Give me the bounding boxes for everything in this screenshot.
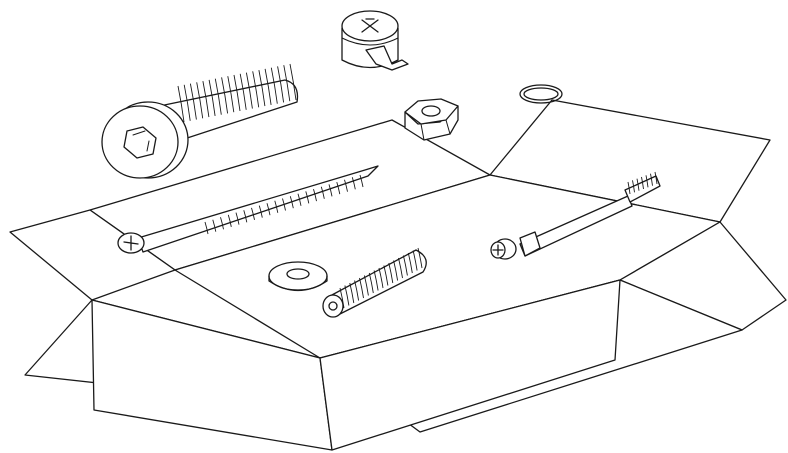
hex-socket-icon [123,126,157,159]
dowel-thread-end [624,175,661,203]
screw-thread-line [243,210,248,223]
screw-thread-line [274,200,279,213]
washer-edge [268,275,328,292]
bolt-thread-line [239,73,247,110]
bolt-thread-line [264,68,272,105]
screw-thread-line [282,198,286,211]
cam-dowel-bolt [490,171,661,260]
dowel-thread-line [641,176,644,190]
split-ring [519,84,563,104]
screw-thread-line [351,177,356,190]
box-right-panel [319,279,621,451]
plug-rib-line [412,250,418,271]
dowel-collar [519,231,541,257]
bolt-thread-line [202,81,210,118]
screw-thread-line [313,188,317,202]
plug-rib-line [388,262,394,284]
plug-rib-line [339,287,345,309]
screw-thread-line [344,179,348,192]
bolt-thread-line [277,66,285,103]
bolt-thread-line [283,65,291,102]
plug-end [322,294,344,318]
screw-thread-line [258,205,263,218]
flat-washer [268,261,328,292]
screw-thread-line [251,207,255,220]
screw-thread-line [212,219,217,232]
phillips-drive-icon [123,235,139,251]
screw-thread-line [204,221,209,235]
bolt-thread-line [233,74,241,112]
hex-nut-hole [421,105,441,117]
plug-rib-line [407,252,413,274]
hex-socket-bolt [101,63,299,179]
plug-rib-line [393,260,399,281]
cam-lock-notch [365,45,409,71]
screw-thread-line [336,181,341,195]
dowel-drive-icon [492,244,504,256]
dowel-thread-line [627,181,631,195]
dowel-thread-line [636,178,640,191]
plug-rib-line [363,275,369,296]
ring-inner [523,87,559,101]
plug-rib-line [368,272,374,294]
screw-thread-line [266,203,271,216]
bolt-thread-line [245,72,253,109]
plug-rib-line [354,280,360,301]
plug-rib-line [373,270,379,291]
wood-screw-shank [137,165,379,253]
screw-thread-line [220,217,224,230]
bolt-thread-line [196,82,204,119]
bolt-thread-line [227,76,235,113]
wood-screw [117,165,379,254]
dowel-thread-line [632,180,635,193]
screw-thread-line [297,193,302,206]
dowel-thread-line [645,175,649,188]
washer-hole [286,268,310,280]
screw-thread-line [328,184,333,197]
cam-lock-nut [341,10,409,71]
bolt-thread-line [183,84,191,121]
bolt-head-face [101,105,179,179]
screw-thread-line [227,214,232,227]
bolt-thread-line [258,70,266,107]
screw-thread-line [289,196,294,209]
ribbed-wall-plug [322,247,427,318]
bolt-thread-line [214,78,222,115]
open-cardboard-box [9,99,787,451]
dowel-thread-line [654,171,658,185]
plug-end-hole [328,301,338,311]
bolt-thread-line [221,77,229,114]
bolt-thread-line [177,85,185,123]
plug-rib-line [417,247,423,269]
dowel-thread-line [650,173,653,186]
screw-thread-line [305,191,310,204]
bolt-thread-line [208,79,216,116]
plug-rib-line [344,285,350,306]
plug-rib-line [398,257,403,279]
plug-rib-line [359,277,364,299]
ring-outer [519,84,563,104]
screw-thread-line [235,212,240,225]
plug-rib-line [349,282,355,304]
plug-rib-line [383,265,389,286]
hex-nut [404,98,459,141]
cam-lock-slot-icon [361,18,379,33]
screw-thread-line [320,186,325,199]
plug-body [329,249,427,317]
bolt-thread-line [252,71,260,108]
bolt-shank [149,79,299,143]
plug-rib-line [378,267,384,289]
bolt-thread-line [270,67,278,104]
screw-thread-line [359,174,364,188]
plug-rib-line [402,255,408,276]
bolt-thread-line [189,83,197,120]
bolt-thread-line [289,63,297,101]
